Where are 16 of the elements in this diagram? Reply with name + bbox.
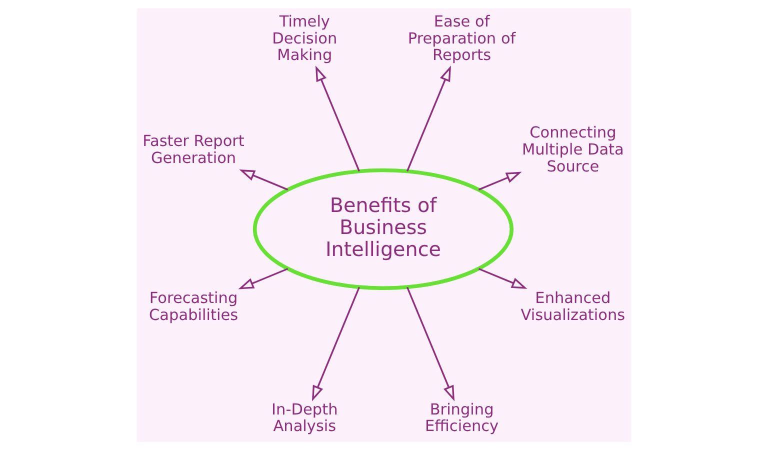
node-text: Forecasting Capabilities bbox=[149, 289, 238, 324]
node-text: Bringing Efficiency bbox=[425, 400, 499, 436]
node-text: Timely Decision Making bbox=[272, 12, 338, 64]
arrow bbox=[312, 286, 360, 402]
arrow bbox=[238, 268, 288, 290]
arrow bbox=[316, 66, 360, 172]
arrow bbox=[406, 286, 454, 402]
arrow bbox=[406, 66, 451, 172]
node-text: Faster Report Generation bbox=[142, 132, 244, 167]
node-text: In-Depth Analysis bbox=[272, 400, 338, 436]
arrow bbox=[478, 172, 522, 190]
arrow bbox=[239, 170, 288, 190]
node-text: Ease of Preparation of Reports bbox=[408, 12, 516, 64]
node-text: Enhanced Visualizations bbox=[520, 289, 626, 324]
arrow bbox=[478, 268, 528, 289]
node-text: Connecting Multiple Data Source bbox=[522, 124, 624, 176]
